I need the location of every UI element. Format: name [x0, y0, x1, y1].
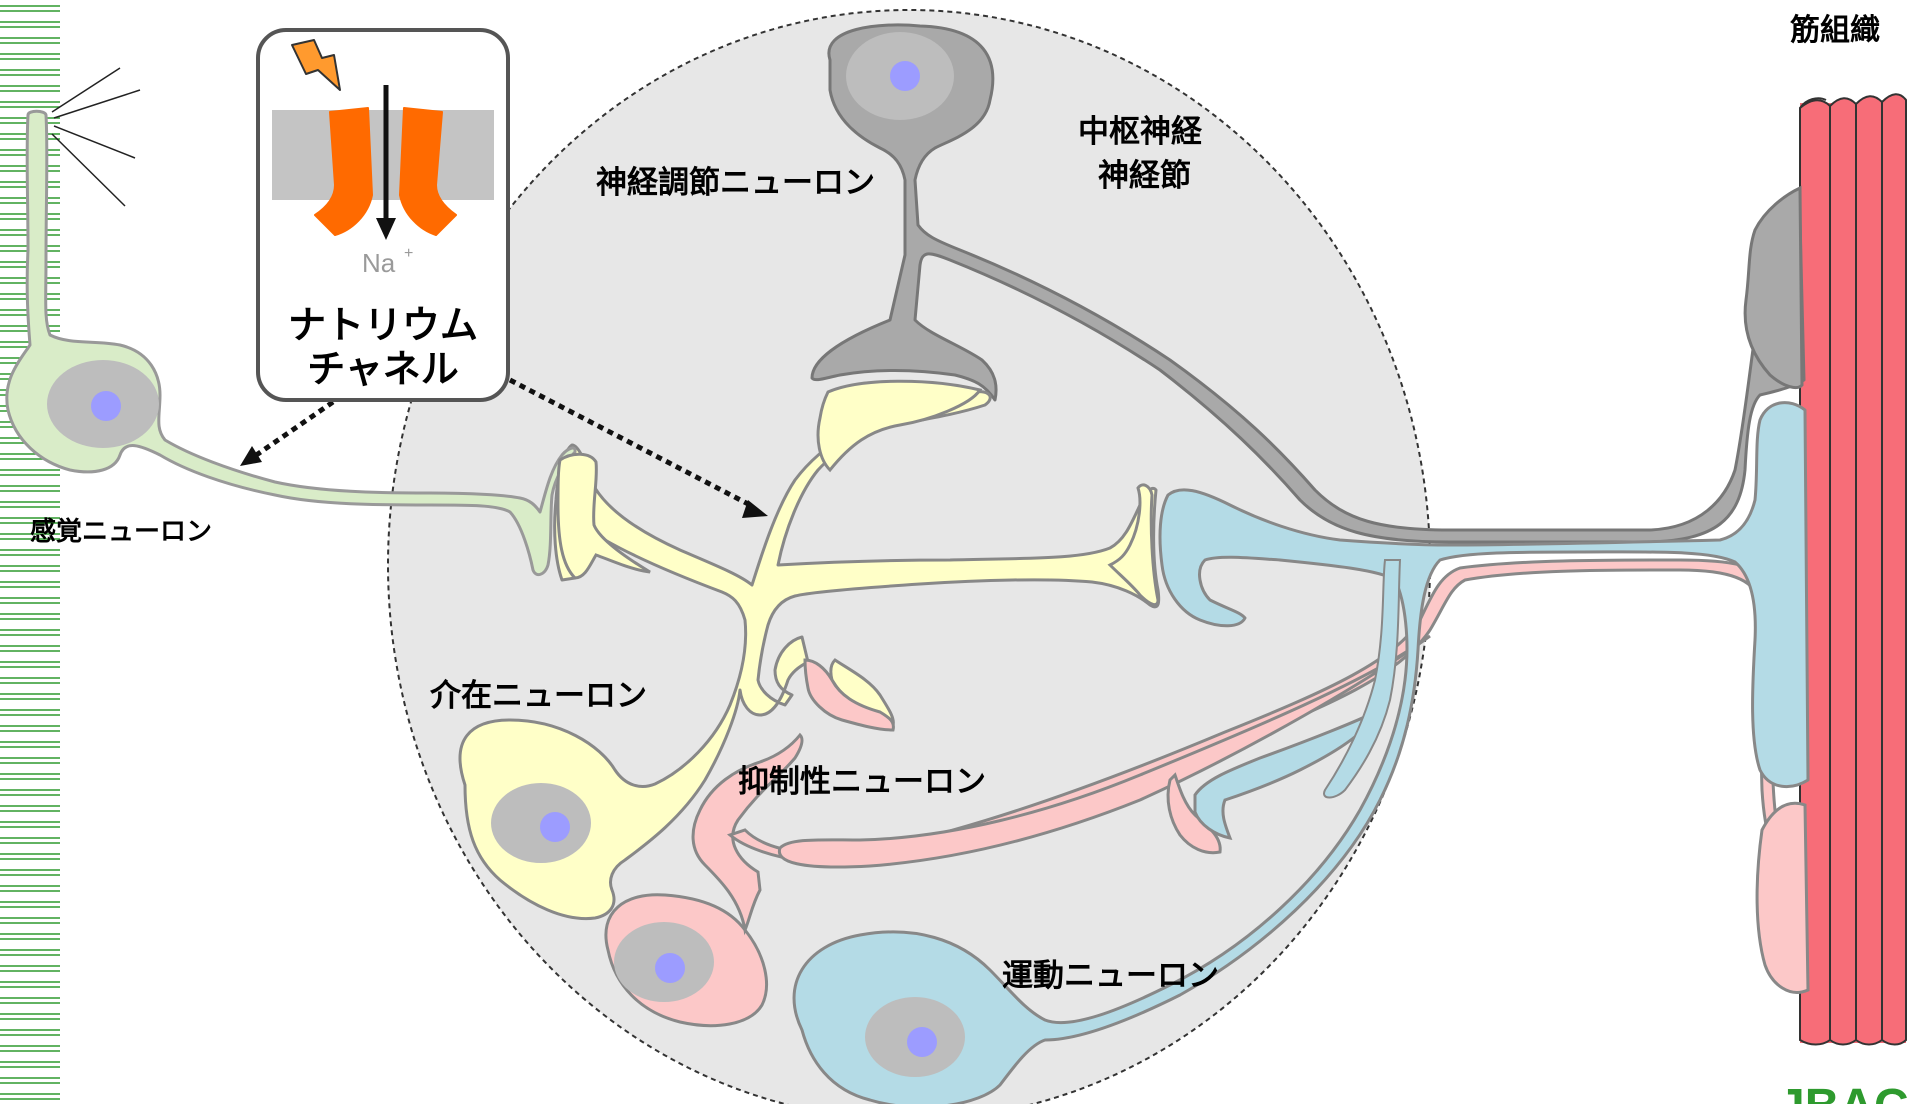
interneuron-label: 介在ニューロン	[429, 678, 647, 714]
motor-neuron-label: 運動ニューロン	[1002, 958, 1219, 994]
sensory-neuron	[5, 67, 577, 577]
channel-label-line1: ナトリウム	[288, 303, 478, 347]
lightning-bolt-icon	[291, 39, 341, 91]
channel-protein-left	[314, 107, 373, 236]
cns-label-line2: 神経節	[1098, 158, 1191, 194]
cns-label-line1: 中枢神経	[1078, 114, 1203, 150]
neuromodulatory-neuron	[810, 23, 1806, 544]
arrow-heads	[240, 446, 768, 518]
channel-protein-right	[399, 107, 457, 236]
neuromodulatory-neuron-label: 神経調節ニューロン	[596, 165, 875, 201]
arrow-down-icon	[376, 85, 396, 240]
sensory-neuron-label: 感覚ニューロン	[30, 517, 212, 547]
channel-callout-arrows	[250, 377, 754, 509]
inhibitory-neuron-shape	[604, 558, 1810, 1028]
logo-text: JBAC	[1778, 1080, 1907, 1104]
channel-label-line2: チャネル	[307, 347, 459, 391]
ion-label: Na	[362, 248, 396, 278]
ion-charge-label: +	[404, 245, 413, 262]
motor-neuron	[792, 401, 1810, 1104]
neuromod-terminal-muscle	[1743, 185, 1804, 389]
synapse-receivers	[556, 379, 1160, 727]
muscle-tissue	[1799, 93, 1907, 1046]
skin-stripes	[0, 5, 60, 1100]
sodium-channel-inset: Na + ナトリウム チャネル	[256, 28, 510, 402]
inhibitory-neuron-label: 抑制性ニューロン	[738, 764, 986, 800]
muscle-label: 筋組織	[1790, 13, 1880, 48]
